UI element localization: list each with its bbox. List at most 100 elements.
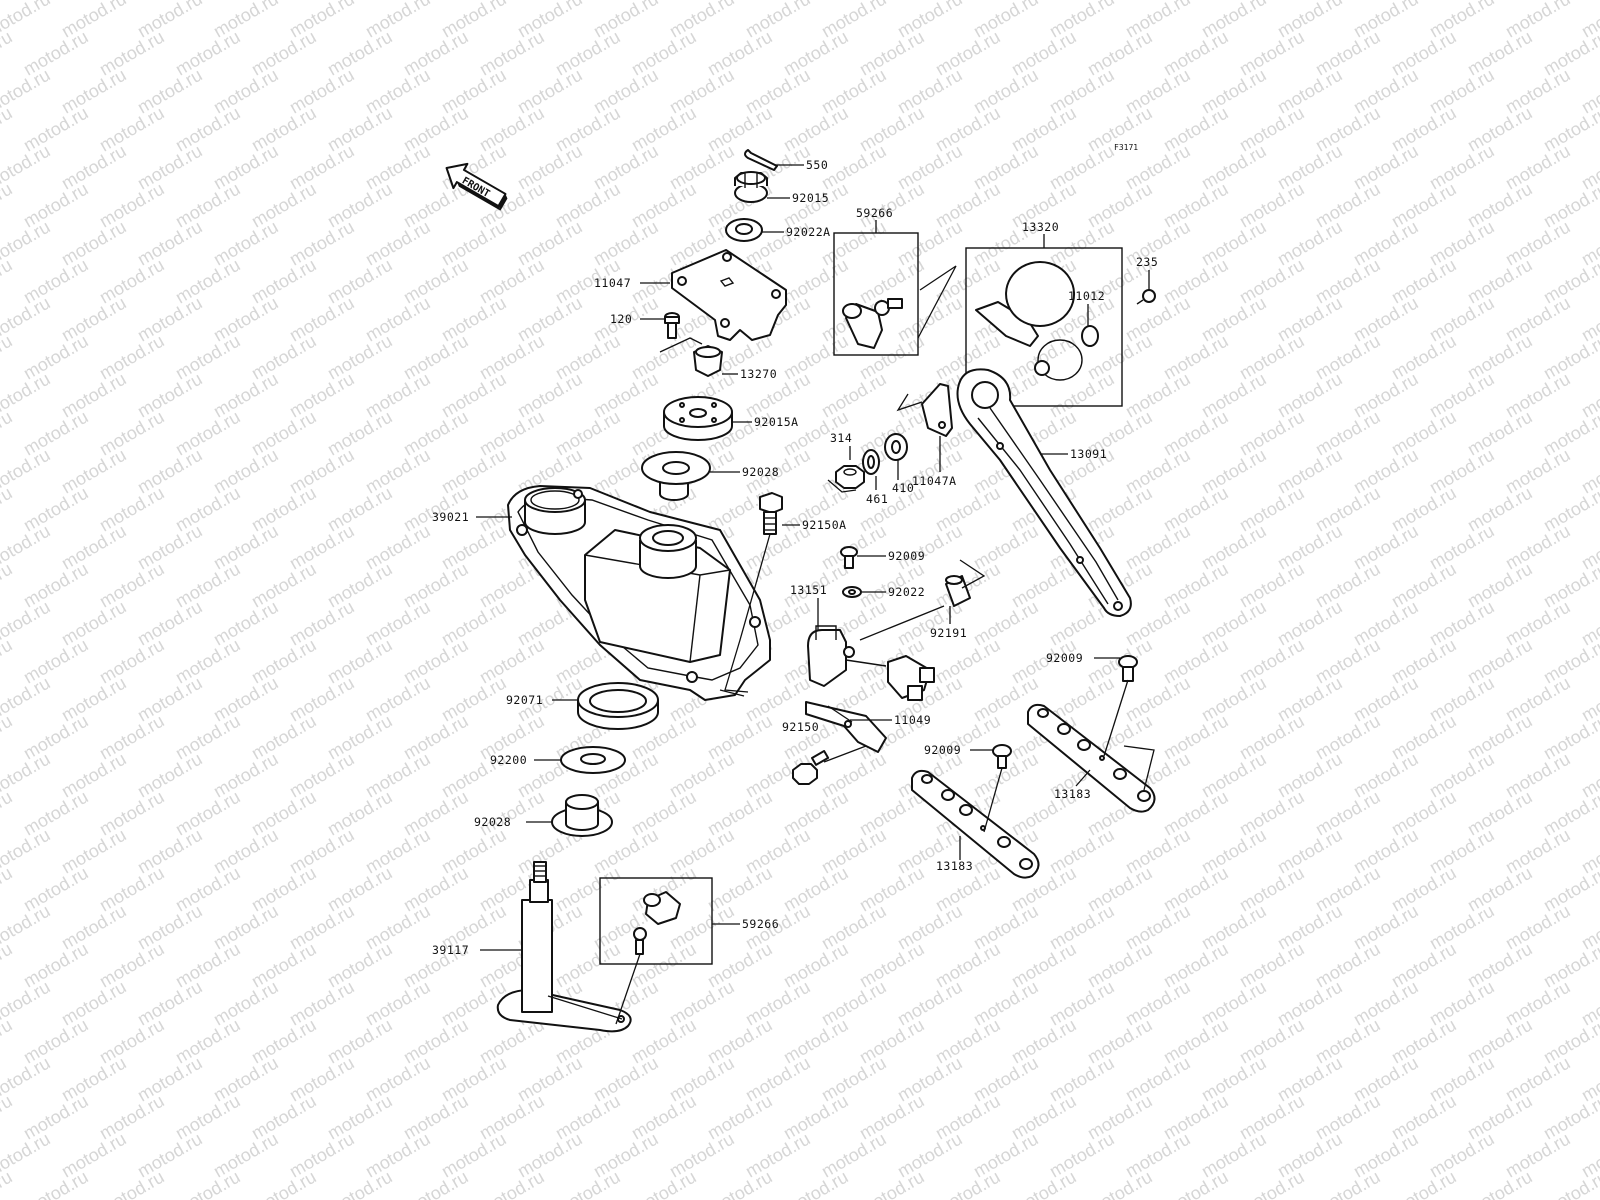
watermark-text: motod.ru (0, 27, 16, 80)
watermark-text: motod.ru (1540, 863, 1600, 916)
label-92028-top: 92028 (742, 465, 779, 479)
watermark-text: motod.ru (856, 1167, 928, 1200)
bolt-92150a (759, 492, 783, 535)
label-92150a: 92150A (802, 518, 847, 532)
bushing-92028-top (641, 451, 711, 501)
watermark-text: motod.ru (1540, 787, 1600, 840)
label-13183-left: 13183 (936, 859, 973, 873)
label-235: 235 (1136, 255, 1158, 269)
label-92015a: 92015A (754, 415, 799, 429)
watermark-text: motod.ru (1540, 711, 1600, 764)
watermark-text: motod.ru (172, 1167, 244, 1200)
label-59266-lower: 59266 (742, 917, 779, 931)
watermark-text: motod.ru (1540, 27, 1600, 80)
watermark-text: motod.ru (1540, 939, 1600, 992)
diagram-code: F3171 (1114, 143, 1138, 152)
watermark-text: motod.ru (96, 1167, 168, 1200)
watermark-text: motod.ru (0, 711, 16, 764)
watermark-text: motod.ru (1464, 1167, 1536, 1200)
watermark-text: motod.ru (1540, 1091, 1600, 1144)
label-13091: 13091 (1070, 447, 1107, 461)
watermark-text: motod.ru (248, 1167, 320, 1200)
watermark-text: motod.ru (1160, 1167, 1232, 1200)
watermark-text: motod.ru (0, 0, 16, 3)
label-13270: 13270 (740, 367, 777, 381)
watermark-text: motod.ru (0, 407, 16, 460)
watermark-text: motod.ru (0, 1015, 16, 1068)
washer-410 (884, 433, 908, 461)
watermark-text: motod.ru (1540, 103, 1600, 156)
watermark-text: motod.ru (628, 1167, 700, 1200)
label-92009-right: 92009 (1046, 651, 1083, 665)
watermark-text: motod.ru (780, 1167, 852, 1200)
watermark-text: motod.ru (0, 939, 16, 992)
watermark-text: motod.ru (1312, 1167, 1384, 1200)
watermark-text: motod.ru (0, 331, 16, 384)
label-13320: 13320 (1022, 220, 1059, 234)
watermark-text: motod.ru (0, 255, 16, 308)
watermark-text: motod.ru (0, 483, 16, 536)
label-11049: 11049 (894, 713, 931, 727)
castle-nut (734, 171, 768, 203)
label-39117: 39117 (432, 943, 469, 957)
label-92015: 92015 (792, 191, 829, 205)
watermark-text: motod.ru (932, 1167, 1004, 1200)
screw-235 (1136, 289, 1156, 305)
lock-washer-461 (862, 449, 880, 475)
watermark-text: motod.ru (1540, 331, 1600, 384)
watermark-text: motod.ru (0, 179, 16, 232)
label-92071: 92071 (506, 693, 543, 707)
label-461: 461 (866, 492, 888, 506)
watermark-text: motod.ru (0, 863, 16, 916)
oil-seal-92071 (577, 682, 659, 730)
label-92022a: 92022A (786, 225, 831, 239)
watermark-text: motod.ru (1540, 635, 1600, 688)
label-410: 410 (892, 481, 914, 495)
watermark-text: motod.ru (0, 103, 16, 156)
label-11047a: 11047A (912, 474, 957, 488)
label-39021: 39021 (432, 510, 469, 524)
watermark-text: motod.ru (1540, 407, 1600, 460)
label-92150: 92150 (782, 720, 819, 734)
watermark-text: motod.ru (1388, 1167, 1460, 1200)
watermark-text: motod.ru (1236, 1167, 1308, 1200)
watermark-text: motod.ru (0, 559, 16, 612)
label-92028-lower: 92028 (474, 815, 511, 829)
collar-13270 (693, 345, 723, 377)
label-11047: 11047 (594, 276, 631, 290)
watermark-text: motod.ru (1540, 179, 1600, 232)
watermark-text: motod.ru (1540, 255, 1600, 308)
label-59266-top: 59266 (856, 206, 893, 220)
watermark-text: motod.ru (0, 635, 16, 688)
watermark-text: motod.ru (552, 1167, 624, 1200)
label-13151: 13151 (790, 583, 827, 597)
watermark-text: motod.ru (1540, 559, 1600, 612)
washer-92022a (725, 218, 763, 242)
watermark-text: motod.ru (400, 1167, 472, 1200)
rubber-mount-92015a (663, 396, 733, 441)
watermark-text: motod.ru (1540, 483, 1600, 536)
watermark-text: motod.ru (1008, 1167, 1080, 1200)
watermark-text: motod.ru (20, 1167, 92, 1200)
watermark-text: motod.ru (1540, 1167, 1600, 1200)
watermark-text: motod.ru (0, 787, 16, 840)
label-92022: 92022 (888, 585, 925, 599)
label-11012: 11012 (1068, 289, 1105, 303)
label-13183-right: 13183 (1054, 787, 1091, 801)
watermark-text: motod.ru (324, 1167, 396, 1200)
label-92200: 92200 (490, 753, 527, 767)
washer-92022 (842, 586, 862, 598)
watermark-text: motod.ru (0, 1167, 16, 1200)
label-92191: 92191 (930, 626, 967, 640)
washer-92200 (560, 746, 626, 774)
watermark-text: motod.ru (1540, 1015, 1600, 1068)
watermark-text: motod.ru (0, 1091, 16, 1144)
watermark-text: motod.ru (1084, 1167, 1156, 1200)
watermark-text: motod.ru (704, 1167, 776, 1200)
watermark-text: motod.ru (476, 1167, 548, 1200)
label-120: 120 (610, 312, 632, 326)
label-550: 550 (806, 158, 828, 172)
nut-314 (835, 465, 865, 489)
